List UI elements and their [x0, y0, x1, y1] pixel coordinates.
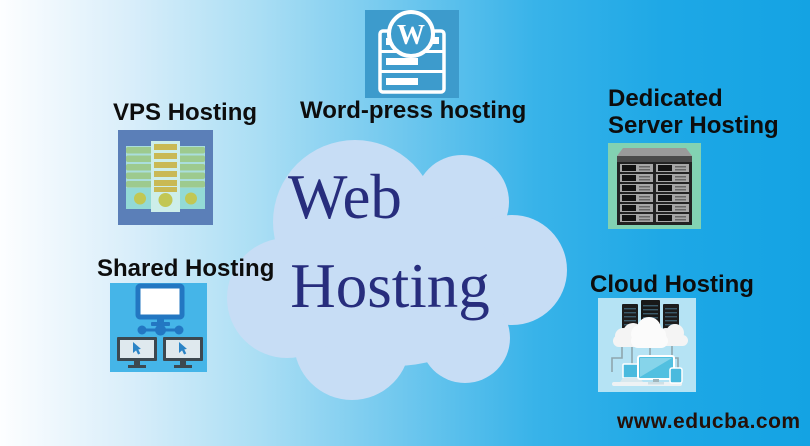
dedicated-server-rack-icon — [608, 143, 701, 229]
vps-servers-icon — [118, 130, 213, 225]
cloud-hosting-devices-icon — [598, 298, 696, 392]
center-cloud-shape — [227, 140, 567, 400]
vps-hosting-label: VPS Hosting — [113, 99, 258, 126]
title-line-web: Web — [288, 162, 402, 232]
wordpress-w-logo: W — [387, 10, 435, 58]
website-url: www.educba.com — [617, 410, 801, 433]
wordpress-hosting-icon: W — [365, 10, 459, 98]
cloud-hosting-label: Cloud Hosting — [590, 271, 754, 298]
shared-network-computers-icon — [110, 283, 207, 372]
shared-hosting-label: Shared Hosting — [97, 255, 275, 282]
dedicated-hosting-label-line2: Server Hosting — [608, 112, 779, 139]
dedicated-hosting-label-line1: Dedicated — [608, 85, 723, 112]
wordpress-hosting-label: Word-press hosting — [300, 97, 527, 124]
title-line-hosting: Hosting — [290, 251, 490, 321]
dedicated-hosting-label: Dedicated Server Hosting — [608, 85, 779, 139]
svg-text:W: W — [397, 20, 425, 51]
